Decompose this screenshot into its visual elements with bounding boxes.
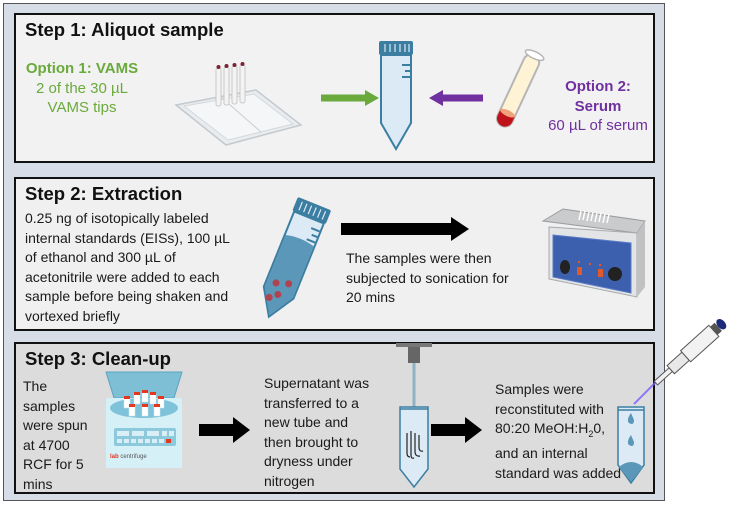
text-line: reconstituted with [495, 400, 604, 417]
ultrasonic-bath-icon [541, 208, 646, 298]
text-line: RCF for 5 [23, 456, 84, 472]
option2-heading: Option 2: Serum [565, 78, 631, 115]
text-line: were spun [23, 417, 88, 433]
text-line: 0.25 ng of isotopically labeled [25, 210, 209, 226]
text-line: of ethanol and 300 µL of [25, 249, 176, 265]
extraction-description: 0.25 ng of isotopically labeled internal… [25, 209, 265, 326]
text-line: The [23, 378, 48, 394]
option1-line1: 2 of the 30 µL [35, 79, 129, 97]
arrow-right-black-icon [341, 217, 469, 241]
text-line: standard was added [495, 464, 622, 481]
arrow-right-black-icon [431, 417, 482, 443]
vams-device-icon [174, 62, 303, 146]
conical-tube-icon [379, 41, 413, 152]
text-line: acetonitrile were added to each [25, 268, 220, 285]
text-line: vortexed briefly [25, 307, 120, 324]
text-line: 80:20 MeOH:H20, [495, 419, 645, 444]
reconstitute-text: Samples were reconstituted with 80:20 Me… [495, 380, 645, 483]
text-line: new tube and [264, 414, 349, 430]
text-line: and an internal [495, 445, 588, 462]
text-line: subjected to sonication for [346, 269, 509, 286]
serum-tube-icon [496, 49, 545, 128]
sonication-text: The samples were then subjected to sonic… [346, 249, 546, 308]
text-line: dryness under [264, 453, 353, 469]
text-line: nitrogen [264, 472, 315, 489]
text-line: sample before being shaken and [25, 288, 229, 304]
arrow-left-purple-icon [429, 90, 483, 106]
option2-text: Option 2: Serum 60 µL of serum [543, 77, 653, 136]
option2-line1: 60 µL of serum [548, 117, 648, 134]
option1-text: Option 1: VAMS 2 of the 30 µL VAMS tips [22, 59, 142, 118]
step1-panel: Step 1: Aliquot sample Option 1: VAMS 2 … [14, 13, 655, 163]
text-line: Supernatant was [264, 375, 370, 391]
centrifuge-brand-label: lab centrifuge [110, 454, 147, 460]
step2-panel: Step 2: Extraction 0.25 ng of isotopical… [14, 177, 655, 331]
extraction-tube-icon [262, 197, 331, 319]
text-fragment: 0, [593, 420, 606, 436]
text-line: samples [23, 397, 76, 414]
subscript: 2 [588, 428, 594, 439]
step2-title: Step 2: Extraction [25, 183, 183, 204]
brand-name: centrifuge [120, 454, 147, 460]
centrifuge-icon: lab centrifuge [104, 370, 184, 470]
step1-title: Step 1: Aliquot sample [25, 19, 224, 40]
text-line: internal standards (EISs), 100 µL [25, 229, 230, 246]
option1-heading: Option 1: VAMS [25, 60, 139, 77]
supernatant-text: Supernatant was transferred to a new tub… [264, 374, 394, 491]
text-line: then brought to [264, 433, 359, 450]
option1-line2: VAMS tips [47, 99, 117, 116]
centrifuge-text: The samples were spun at 4700 RCF for 5 … [23, 377, 103, 494]
text-line: 20 mins [346, 289, 396, 305]
step3-title: Step 3: Clean-up [25, 348, 171, 369]
text-line: at 4700 [23, 436, 70, 453]
text-line: Samples were [495, 381, 584, 397]
text-line: transferred to a [264, 394, 359, 411]
nitrogen-dryer-tube-icon [396, 343, 432, 489]
pipette-icon [633, 318, 727, 405]
brand-lab: lab [110, 454, 119, 460]
arrow-right-green-icon [321, 90, 379, 106]
step3-panel: Step 3: Clean-up The samples were spun a… [14, 342, 655, 494]
text-line: mins [23, 475, 53, 492]
text-line: The samples were then [346, 250, 492, 266]
text-fragment: 80:20 MeOH:H [495, 420, 589, 436]
arrow-right-black-icon [199, 417, 250, 443]
reconstitution-tube-icon [617, 406, 645, 485]
